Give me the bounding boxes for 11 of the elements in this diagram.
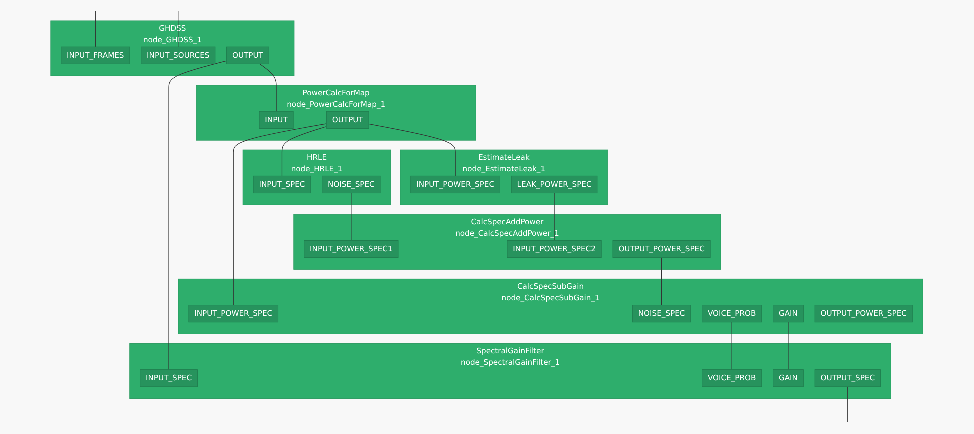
connector — [661, 258, 662, 306]
connector — [178, 11, 179, 48]
connector — [554, 192, 555, 242]
connector — [233, 124, 327, 306]
connector — [788, 322, 789, 370]
connector — [351, 192, 352, 242]
connector — [260, 64, 277, 112]
connector — [168, 60, 228, 370]
connector — [282, 126, 327, 176]
connector — [368, 124, 456, 176]
connector — [95, 11, 96, 48]
